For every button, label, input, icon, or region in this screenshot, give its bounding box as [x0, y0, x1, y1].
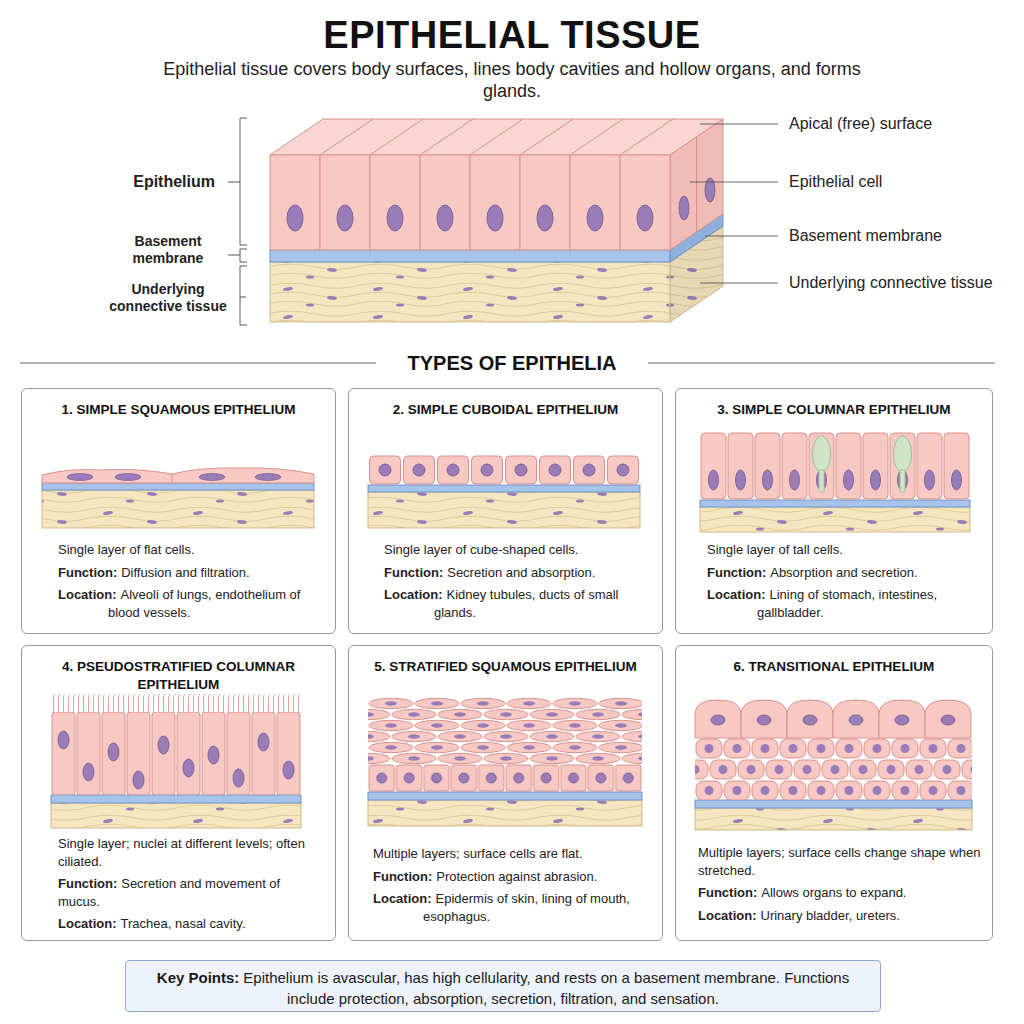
pseudostratified-illustration — [51, 694, 301, 828]
field-name: Key Points: — [157, 969, 240, 986]
columnar-illustration — [700, 432, 970, 532]
bracket-lines — [228, 118, 247, 325]
panel-text: Function: Diffusion and filtration. — [58, 564, 325, 582]
page-caption: Epithelial tissue covers body surfaces, … — [162, 58, 862, 102]
field-text: 1. SIMPLE SQUAMOUS EPITHELIUM — [61, 402, 295, 417]
panel-text: Multiple layers; surface cells are flat. — [373, 845, 652, 863]
field-name: Location: — [373, 891, 432, 906]
panel-text: Single layer of tall cells. — [707, 541, 982, 559]
type-panel: 6. TRANSITIONAL EPITHELIUM Multiple layer… — [675, 645, 993, 941]
field-text: Single layer; nuclei at different levels… — [58, 836, 305, 869]
panel-text: Function:Secretion and movement of mucus… — [58, 875, 325, 910]
field-name: Function: — [58, 876, 117, 891]
panel-text: Multiple layers; surface cells change sh… — [698, 844, 982, 879]
panel-text: Single layer of flat cells. — [58, 541, 325, 559]
field-text: Single layer of flat cells. — [58, 542, 195, 557]
field-name: Location: — [707, 587, 766, 602]
panel-text: Location: Trachea, nasal cavity. — [58, 915, 325, 933]
stratified-illustration — [368, 698, 642, 826]
page-title: EPITHELIAL TISSUE — [0, 14, 1024, 57]
field-text: Absorption and secretion. — [770, 565, 917, 580]
field-text: 4. PSEUDOSTRATIFIED COLUMNAR EPITHELIUM — [62, 659, 295, 692]
field-name: Function: — [698, 885, 757, 900]
panel-text: Single layer; nuclei at different levels… — [58, 835, 325, 870]
type-panel: 3. SIMPLE COLUMNAR EPITHELIUM Single laye… — [675, 388, 993, 634]
layer-label: Epithelium — [60, 172, 215, 192]
field-name: Function: — [373, 869, 432, 884]
panel-text: Function: Protection against abrasion. — [373, 868, 652, 886]
type-panel: 2. SIMPLE CUBOIDAL EPITHELIUM Single laye… — [348, 388, 663, 634]
field-text: 2. SIMPLE CUBOIDAL EPITHELIUM — [393, 402, 619, 417]
panel-text: Function: Allows organs to expand. — [698, 884, 982, 902]
field-text: Allows organs to expand. — [761, 885, 906, 900]
section-heading: TYPES OF EPITHELIA — [380, 350, 644, 376]
panel-text: Function: Secretion and absorption. — [384, 564, 652, 582]
field-name: Function: — [384, 565, 443, 580]
part-label: Epithelial cell — [789, 172, 1019, 192]
field-name: Location: — [698, 908, 757, 923]
panel-heading: 5. STRATIFIED SQUAMOUS EPITHELIUM — [354, 658, 657, 676]
panel-text: Single layer of cube-shaped cells. — [384, 541, 652, 559]
field-text: Epidermis of skin, lining of mouth, esop… — [423, 891, 630, 924]
note-line: Key Points:Epithelium is avascular, has … — [156, 967, 850, 1009]
field-name: Function: — [707, 565, 766, 580]
key-points-box: Key Points:Epithelium is avascular, has … — [125, 960, 881, 1012]
type-panel: 4. PSEUDOSTRATIFIED COLUMNAR EPITHELIUM S… — [21, 645, 336, 941]
field-name: Function: — [58, 565, 117, 580]
layer-label: Basement membrane — [118, 233, 218, 267]
layer-label: Underlying connective tissue — [93, 281, 243, 315]
field-text: Lining of stomach, intestines, gallbladd… — [757, 587, 937, 620]
field-text: 3. SIMPLE COLUMNAR EPITHELIUM — [717, 402, 950, 417]
field-name: Location: — [58, 916, 117, 931]
field-text: Kidney tubules, ducts of small glands. — [434, 587, 618, 620]
part-label: Underlying connective tissue — [789, 273, 1021, 293]
panel-heading: 4. PSEUDOSTRATIFIED COLUMNAR EPITHELIUM — [59, 658, 299, 693]
type-panel: 1. SIMPLE SQUAMOUS EPITHELIUM Single laye… — [21, 388, 336, 634]
field-name: Location: — [58, 587, 117, 602]
transitional-illustration — [695, 700, 972, 830]
panel-heading: 3. SIMPLE COLUMNAR EPITHELIUM — [681, 401, 987, 419]
panel-heading: 6. TRANSITIONAL EPITHELIUM — [681, 658, 987, 676]
field-text: Trachea, nasal cavity. — [121, 916, 246, 931]
leader-lines — [690, 124, 778, 283]
field-text: Alveoli of lungs, endothelium of blood v… — [108, 587, 300, 620]
squamous-illustration — [42, 468, 314, 528]
field-text: 5. STRATIFIED SQUAMOUS EPITHELIUM — [374, 659, 636, 674]
field-text: Urinary bladder, ureters. — [761, 908, 900, 923]
panel-text: Location: Urinary bladder, ureters. — [698, 907, 982, 925]
field-text: Secretion and absorption. — [447, 565, 595, 580]
field-text: Diffusion and filtration. — [121, 565, 249, 580]
field-text: 6. TRANSITIONAL EPITHELIUM — [734, 659, 935, 674]
part-label: Basement membrane — [789, 226, 1019, 246]
cuboidal-illustration — [368, 455, 640, 528]
field-name: Location: — [384, 587, 443, 602]
panel-heading: 1. SIMPLE SQUAMOUS EPITHELIUM — [27, 401, 330, 419]
field-text: Single layer of cube-shaped cells. — [384, 542, 578, 557]
field-text: Single layer of tall cells. — [707, 542, 843, 557]
field-text: Multiple layers; surface cells change sh… — [698, 845, 981, 878]
panel-heading: 2. SIMPLE CUBOIDAL EPITHELIUM — [354, 401, 657, 419]
panel-text: Function: Absorption and secretion. — [707, 564, 982, 582]
part-label: Apical (free) surface — [789, 114, 1019, 134]
type-panel: 5. STRATIFIED SQUAMOUS EPITHELIUM Multipl… — [348, 645, 663, 941]
tissue-block — [270, 119, 723, 322]
field-text: Epithelium is avascular, has high cellul… — [243, 969, 849, 1007]
panel-text: Location:Epidermis of skin, lining of mo… — [373, 890, 652, 925]
field-text: Protection against abrasion. — [436, 869, 597, 884]
panel-text: Location:Kidney tubules, ducts of small … — [384, 586, 652, 621]
field-text: Multiple layers; surface cells are flat. — [373, 846, 583, 861]
panel-text: Location:Alveoli of lungs, endothelium o… — [58, 586, 325, 621]
panel-text: Location:Lining of stomach, intestines, … — [707, 586, 982, 621]
